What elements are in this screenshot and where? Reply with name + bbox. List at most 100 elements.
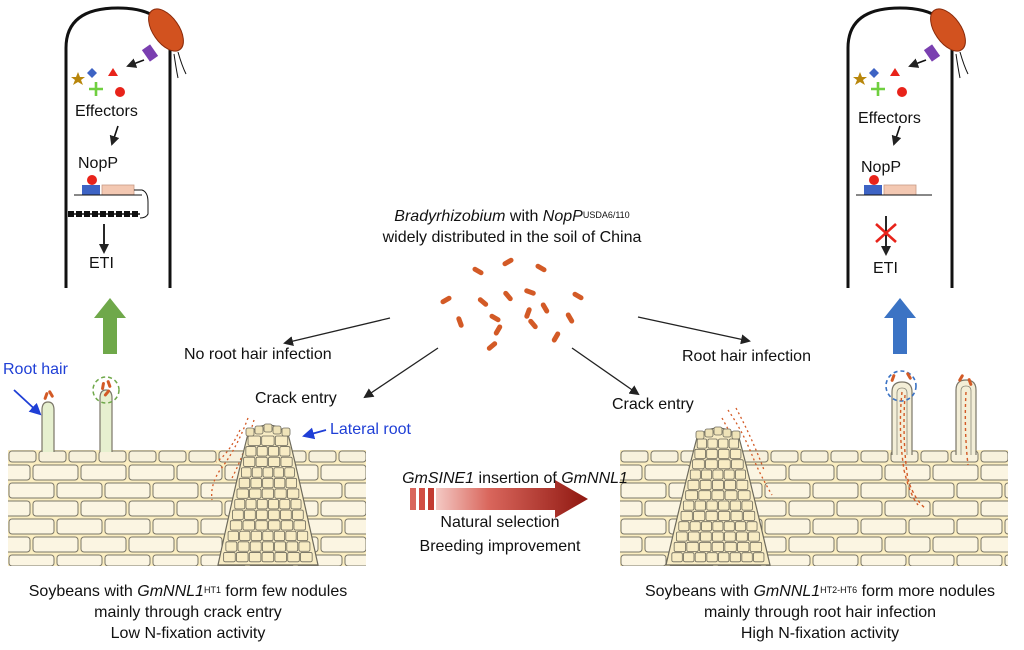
tissue-cell bbox=[650, 450, 679, 463]
nodule-cell bbox=[731, 459, 744, 470]
lateral-root-label: Lateral root bbox=[330, 421, 411, 438]
tissue-cell bbox=[932, 500, 979, 517]
nodule-cell bbox=[729, 448, 742, 459]
effector-cross-icon bbox=[89, 82, 103, 96]
tissue-cell bbox=[764, 554, 811, 566]
nodule-cell bbox=[673, 541, 687, 552]
bacterium-rod bbox=[528, 318, 538, 330]
caption-left-line1: Soybeans with GmNNL1HT1 form few nodules bbox=[28, 583, 348, 600]
nodule-cell bbox=[753, 552, 765, 563]
nodule-cell bbox=[689, 521, 701, 532]
nodule-outline bbox=[217, 424, 319, 566]
nodule-cell bbox=[705, 510, 718, 521]
blocked-cross-icon bbox=[875, 223, 897, 243]
tissue-cell bbox=[38, 450, 67, 463]
nodule-cell bbox=[736, 479, 749, 490]
flagellum bbox=[955, 53, 961, 79]
nodule-cell bbox=[300, 552, 313, 563]
tissue-cell bbox=[56, 554, 103, 566]
nodule-cell bbox=[706, 448, 718, 459]
tissue-cell bbox=[344, 518, 366, 535]
nodule-cell bbox=[255, 520, 268, 531]
gene-box bbox=[883, 184, 917, 196]
tissue-cell bbox=[80, 500, 127, 517]
bacterium-near-hair bbox=[890, 374, 896, 382]
nodule-cell bbox=[250, 477, 262, 489]
nodule-cap-cell bbox=[281, 427, 291, 437]
nodule-cell bbox=[273, 530, 286, 542]
nodule-cell bbox=[239, 530, 251, 542]
nodule-cell bbox=[261, 552, 275, 563]
tissue-cell bbox=[128, 464, 175, 481]
tissue-cell bbox=[908, 482, 955, 499]
tissue-cell bbox=[980, 500, 1008, 517]
nodule-cell bbox=[279, 499, 291, 510]
tissue-cell bbox=[152, 554, 199, 566]
tissue-cell bbox=[176, 464, 223, 481]
nodule-cell bbox=[256, 446, 268, 457]
nodule-cell bbox=[689, 469, 701, 480]
tissue-cell bbox=[620, 536, 643, 553]
tissue-cell bbox=[8, 450, 37, 463]
nodule-cell bbox=[296, 530, 309, 542]
bacterium-rod bbox=[456, 316, 464, 328]
nodule-cell bbox=[242, 520, 255, 531]
flagellum bbox=[959, 51, 969, 75]
caption-left-line3: Low N-fixation activity bbox=[110, 625, 266, 642]
tissue-cell bbox=[956, 518, 1003, 535]
tissue-cell bbox=[860, 450, 889, 463]
nodule-cell bbox=[261, 435, 275, 446]
tissue-cell bbox=[176, 500, 223, 517]
tissue-cell bbox=[128, 536, 175, 553]
tissue-cell bbox=[860, 554, 907, 566]
arrow-lateral-root bbox=[302, 427, 327, 440]
tissue-cell bbox=[812, 482, 859, 499]
recognition-circle-blue bbox=[885, 370, 917, 402]
tissue-cell bbox=[8, 482, 55, 499]
nodule-right bbox=[665, 426, 771, 566]
nodule-cell bbox=[688, 531, 700, 542]
bacterium-near-hair bbox=[906, 372, 912, 380]
tissue-cell bbox=[32, 500, 79, 517]
nodule-cell bbox=[671, 552, 683, 563]
caption-right-line3: High N-fixation activity bbox=[740, 625, 900, 642]
bacterium-rod bbox=[502, 257, 514, 267]
bacterium-near-hair bbox=[48, 390, 54, 398]
effectors-label-right: Effectors bbox=[858, 110, 921, 127]
nodule-cell bbox=[262, 467, 274, 478]
nodule-cap-cell bbox=[254, 425, 264, 435]
caption-left-line2: mainly through crack entry bbox=[94, 604, 282, 621]
nodule-cell bbox=[737, 541, 750, 552]
tissue-cell bbox=[158, 450, 187, 463]
nodule-cell bbox=[274, 541, 286, 552]
gene-box bbox=[101, 184, 135, 196]
noppp-effector-icon bbox=[87, 175, 97, 185]
root-tissue-left bbox=[8, 450, 366, 566]
bacterium-near-hair bbox=[101, 382, 105, 390]
tissue-cell bbox=[104, 518, 151, 535]
tissue-cell bbox=[8, 500, 31, 517]
nodule-cell bbox=[225, 541, 238, 552]
nodule-cell bbox=[262, 530, 274, 542]
nodule-cell bbox=[676, 531, 688, 542]
nodule-cell bbox=[729, 552, 742, 563]
tissue-cell bbox=[8, 518, 55, 535]
tissue-cell bbox=[68, 450, 97, 463]
nodule-cell bbox=[243, 456, 256, 467]
soil-bacteria bbox=[43, 257, 973, 400]
promoter-box bbox=[82, 185, 100, 195]
bacterium-rod bbox=[472, 266, 484, 276]
nodule-cell bbox=[682, 500, 695, 511]
crack-entry-bacteria-right bbox=[721, 407, 773, 496]
nodule-cell bbox=[248, 552, 262, 563]
nodule-cell bbox=[249, 541, 262, 552]
bacterium-rod bbox=[572, 291, 584, 301]
nodule-cell bbox=[261, 488, 275, 499]
caption-right-line2: mainly through root hair infection bbox=[703, 604, 937, 621]
bacterium-rod bbox=[565, 312, 575, 324]
nodule-cell bbox=[687, 479, 700, 490]
nodule-cell bbox=[256, 499, 268, 510]
nodule-cell bbox=[718, 459, 731, 470]
crack-entry-bacteria-left bbox=[211, 417, 255, 501]
